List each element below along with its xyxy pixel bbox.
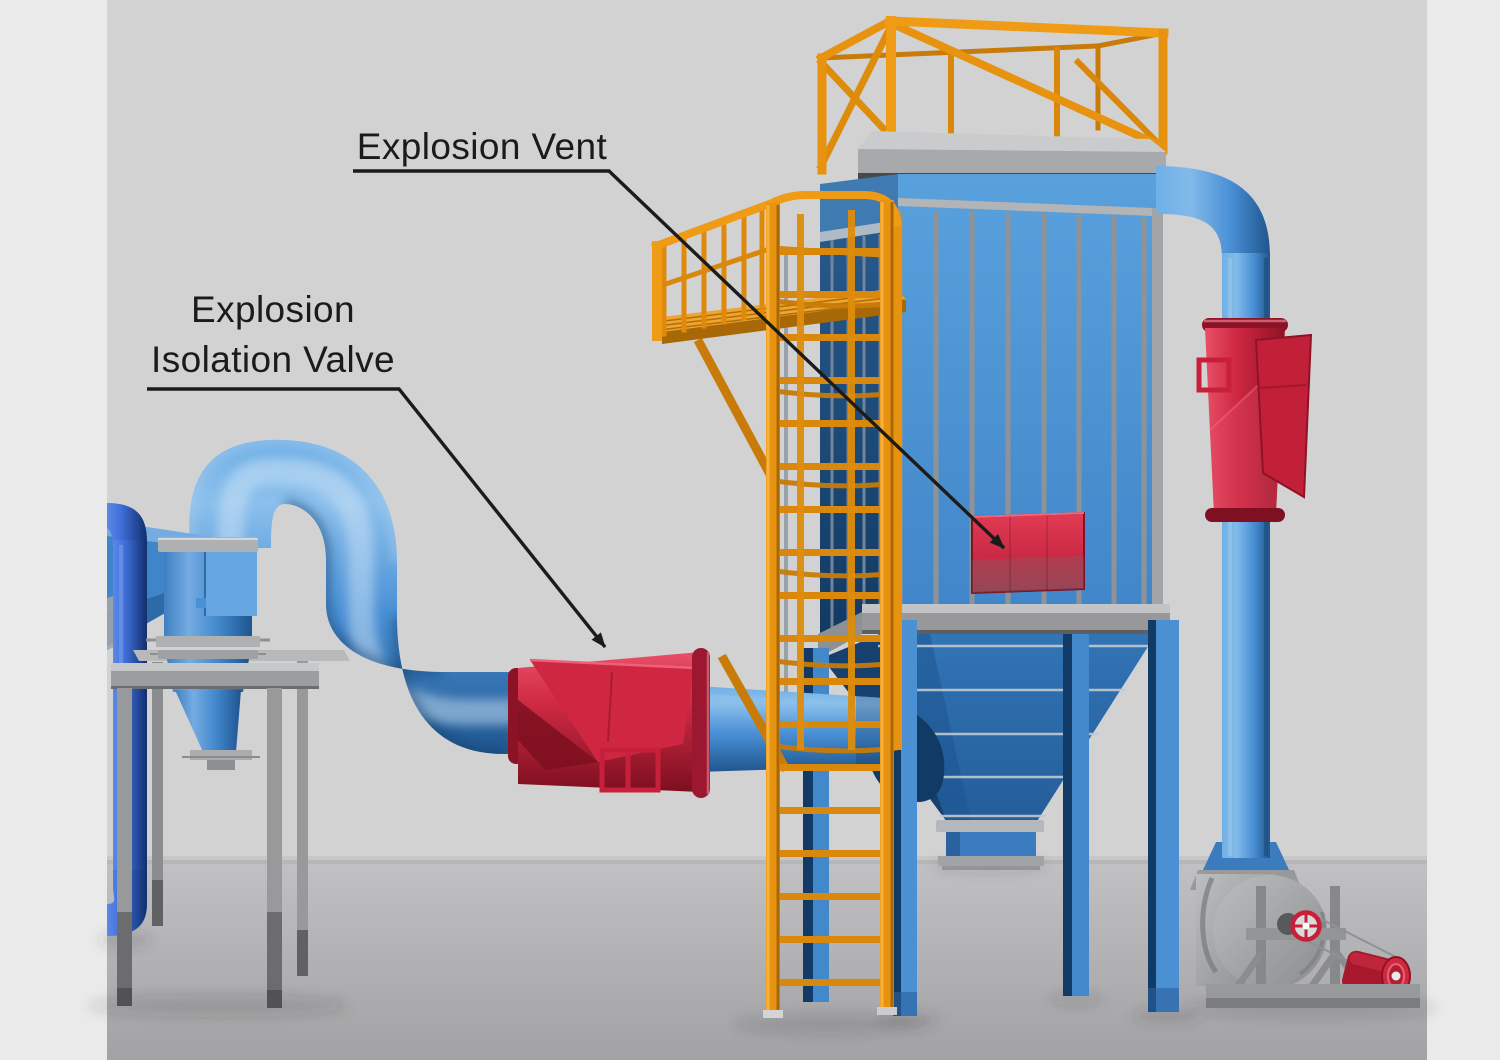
cage-bar	[848, 210, 855, 750]
top-rail	[650, 197, 778, 252]
cyclone-stand	[111, 663, 319, 1008]
valve-handle	[1196, 357, 1232, 393]
cage-ladder	[763, 191, 902, 1018]
isolation-label-line1: Explosion	[190, 289, 356, 330]
centrifugal-fan	[1190, 842, 1420, 1008]
mid-flange	[156, 636, 260, 647]
explosion-vent-label-text: Explosion Vent	[356, 126, 608, 167]
outlet-isolation-valve	[1196, 318, 1313, 522]
explosion-isolation-valve	[508, 648, 710, 798]
knee-brace	[693, 337, 779, 485]
cage-bar	[797, 214, 804, 750]
roof-guardrail	[815, 15, 1169, 175]
isolation-leader-line	[147, 387, 607, 649]
valve-flange	[692, 648, 710, 798]
annotation-leaders	[147, 169, 1006, 649]
explosion-vent-panel	[971, 511, 1085, 595]
outlet-flange	[936, 820, 1044, 832]
roof-cap	[858, 131, 1166, 152]
valve-flap-plate	[1254, 333, 1313, 499]
outlet-elbow	[1156, 166, 1270, 258]
explosion-isolation-valve-label: Explosion Isolation Valve	[128, 285, 418, 385]
cyclone-separator	[107, 503, 350, 1008]
baghouse-dust-collector	[784, 131, 1170, 695]
cage-top-hoop	[770, 191, 902, 229]
cone-outlet-flange	[190, 750, 252, 760]
cross-brace	[816, 19, 897, 171]
outlet-duct	[1156, 166, 1313, 858]
fan-base-skid	[1206, 984, 1420, 998]
belt-pulley	[1290, 910, 1322, 942]
top-flange	[158, 537, 258, 552]
top-panel-rail	[898, 198, 1152, 216]
cross-brace	[816, 57, 899, 145]
corner-post	[1152, 208, 1163, 610]
vent-leader-line	[353, 169, 1006, 550]
explosion-vent-label: Explosion Vent	[352, 122, 612, 172]
valve-handle	[599, 747, 661, 793]
isolation-label-line2: Isolation Valve	[151, 339, 395, 380]
support-legs-front	[893, 620, 1179, 1016]
drive-belt	[1308, 912, 1397, 958]
front-diagonal-brace	[887, 18, 1167, 152]
bottom-rim	[862, 604, 1170, 613]
valve-flap-plate	[530, 660, 694, 762]
ladder-stringers	[766, 200, 894, 1017]
top-rail	[885, 16, 1169, 38]
cyclone-cone	[175, 690, 241, 752]
access-panel	[205, 552, 257, 616]
hopper-outlet	[946, 832, 1036, 858]
